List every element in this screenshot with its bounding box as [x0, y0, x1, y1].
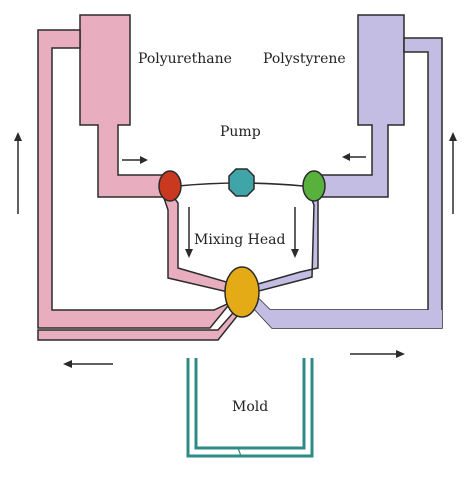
- polystyrene-bottom-pipe: [246, 292, 442, 328]
- arrow-icon: [291, 207, 299, 258]
- arrow-icon: [122, 156, 148, 164]
- arrow-icon: [350, 350, 405, 358]
- polyurethane-tank: [79, 14, 164, 198]
- arrow-icon: [449, 132, 457, 214]
- right-valve-icon: [302, 170, 326, 202]
- mold-icon: [186, 358, 314, 458]
- polyurethane-return-pipe: [37, 29, 243, 341]
- arrow-icon: [342, 153, 366, 161]
- flow-arrows: [14, 132, 457, 368]
- left-valve-icon: [158, 170, 182, 202]
- polystyrene-tank: [317, 14, 405, 198]
- pump-label: Pump: [220, 124, 261, 140]
- mixing-head-label: Mixing Head: [194, 232, 285, 248]
- arrow-icon: [14, 132, 22, 214]
- polystyrene-label: Polystyrene: [263, 51, 346, 67]
- mixing-head-icon: [224, 266, 260, 318]
- pump-icon: [228, 168, 255, 197]
- arrow-icon: [185, 207, 193, 258]
- mold-label: Mold: [232, 399, 268, 415]
- mold-base-mark: [237, 447, 242, 457]
- arrow-icon: [63, 360, 113, 368]
- polyurethane-label: Polyurethane: [138, 51, 232, 67]
